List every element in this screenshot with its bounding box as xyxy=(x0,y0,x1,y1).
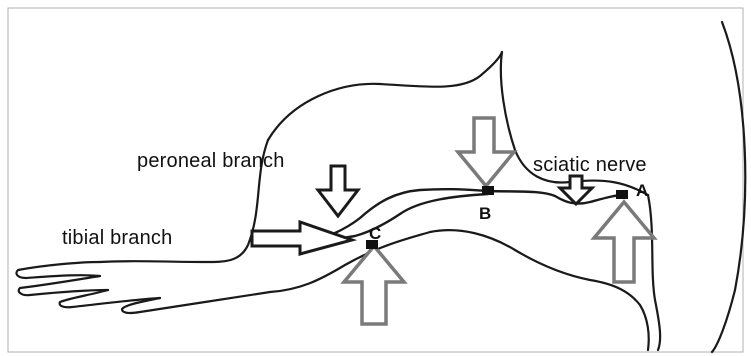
electrode-markers xyxy=(366,186,628,249)
arrow-down-to-b xyxy=(454,116,518,189)
arrow-up-to-c xyxy=(340,243,408,326)
thigh-rear-outline xyxy=(646,193,662,352)
hip-outline xyxy=(499,50,650,197)
arrow-sciatic xyxy=(556,174,596,207)
shin-upper-outline xyxy=(98,138,270,264)
arrow-tibial xyxy=(250,219,358,256)
label-peroneal-branch: peroneal branch xyxy=(137,150,285,172)
label-tibial-branch: tibial branch xyxy=(62,227,172,249)
paw-toe-2 xyxy=(17,274,110,297)
arrow-up-to-a xyxy=(590,199,658,284)
label-sciatic-nerve: sciatic nerve xyxy=(533,154,647,176)
paw-heel xyxy=(120,290,272,315)
marker-b xyxy=(482,186,494,195)
sciatic-nerve-line xyxy=(486,189,627,205)
label-point-c: C xyxy=(369,224,381,243)
figure-border xyxy=(7,7,744,353)
torso-curve xyxy=(710,20,747,354)
arrow-peroneal xyxy=(314,164,362,219)
paw-toe-3 xyxy=(58,288,162,309)
label-point-b: B xyxy=(479,204,491,223)
marker-a xyxy=(616,190,628,199)
body-outline xyxy=(15,20,747,354)
thigh-upper-outline xyxy=(266,50,504,142)
gray-arrows xyxy=(340,116,658,326)
marker-c xyxy=(366,240,378,249)
shin-lower-outline xyxy=(268,229,650,352)
label-point-a: A xyxy=(636,181,648,200)
black-arrows xyxy=(250,164,596,256)
paw-toe-1 xyxy=(15,260,102,280)
